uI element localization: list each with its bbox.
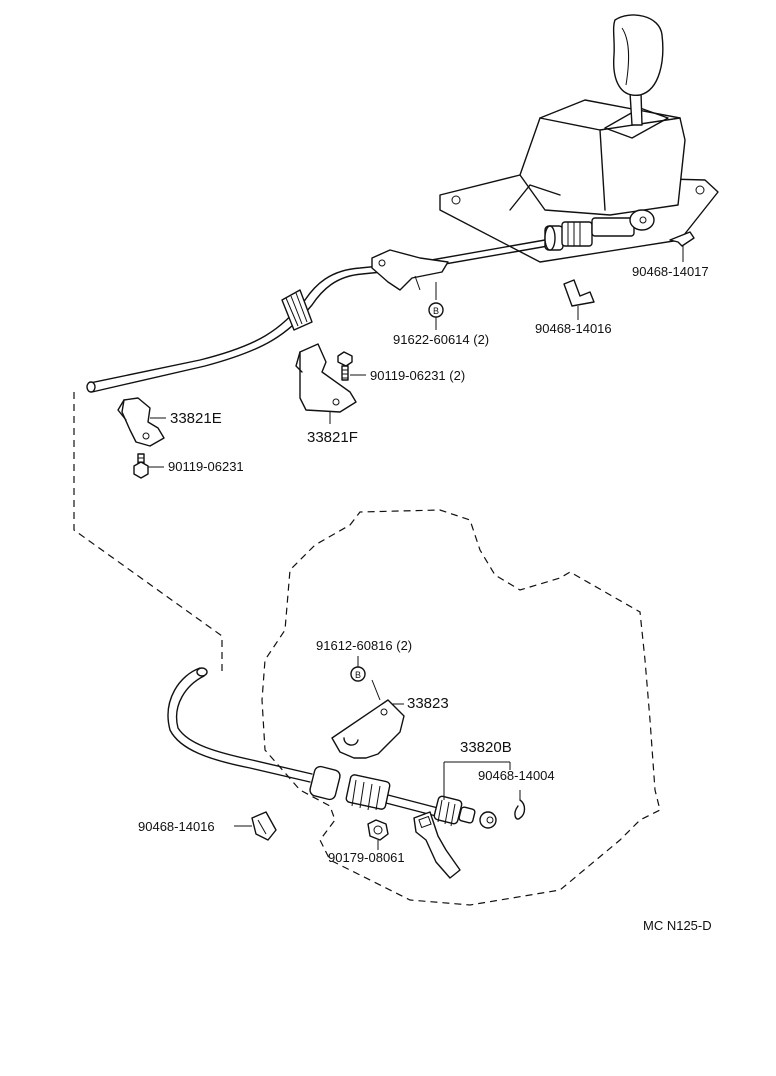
clip-lower-right [514, 790, 526, 820]
label-bracket-33821e: 33821E [170, 410, 222, 427]
upper-cable-end-fitting [544, 209, 655, 251]
upper-cable [86, 209, 655, 393]
upper-cable-bracket [371, 249, 449, 291]
clip-lower-left [234, 811, 277, 841]
label-bolt-33821e: 90119-06231 [168, 459, 244, 474]
label-nut-lower: 90179-08061 [328, 850, 405, 865]
b-marker-upper-text: B [433, 306, 439, 316]
label-bracket-33821f: 33821F [307, 429, 358, 446]
routing-dashed-line [73, 392, 223, 672]
diagram-code: MC N125-D [643, 918, 712, 933]
label-cable-33820b: 33820B [460, 739, 512, 756]
label-bolt-33821f: 90119-06231 (2) [370, 368, 465, 383]
bolt-33821f [337, 351, 366, 381]
clip-upper-mid [563, 279, 595, 320]
label-clip-lower-right: 90468-14004 [478, 768, 555, 783]
bracket-33821f [295, 343, 357, 424]
clip-upper-right [669, 231, 695, 262]
label-bolt-bracket-lower: 91612-60816 (2) [316, 638, 412, 653]
callout-33820b [443, 761, 511, 800]
bracket-33823 [331, 699, 405, 759]
b-marker-lower: B [350, 656, 381, 701]
lower-cable [167, 667, 497, 879]
label-clip-lower-left: 90468-14016 [138, 819, 215, 834]
label-bolt-bracket-upper: 91622-60614 (2) [393, 332, 489, 347]
label-clip-upper-right: 90468-14017 [632, 264, 709, 279]
bracket-33821e [117, 397, 166, 447]
shift-lever-assembly [439, 14, 719, 263]
transmission-outline [261, 509, 661, 906]
label-clip-upper-mid: 90468-14016 [535, 321, 612, 336]
b-marker-upper: B [428, 302, 444, 330]
label-bracket-33823: 33823 [407, 695, 449, 712]
bolt-33821e [133, 453, 164, 479]
b-marker-lower-text: B [355, 670, 361, 680]
upper-bellows [281, 289, 313, 331]
nut-lower [367, 819, 389, 850]
lower-bellows [345, 774, 391, 811]
